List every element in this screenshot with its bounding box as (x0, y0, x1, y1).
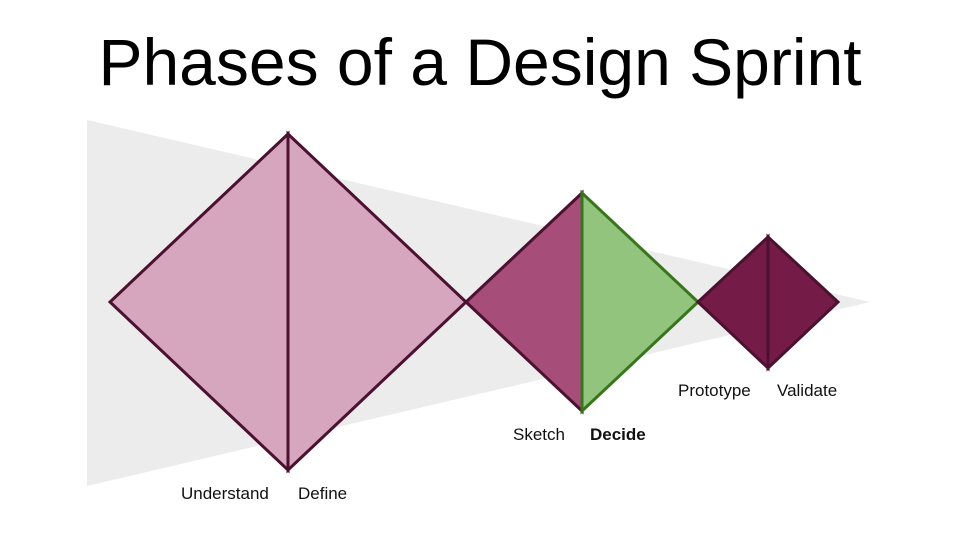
decide-half (580, 189, 701, 415)
label-prototype: Prototype (678, 381, 751, 400)
label-sketch: Sketch (513, 425, 565, 444)
validate-half (766, 233, 841, 372)
label-validate: Validate (777, 381, 838, 400)
slide-title: Phases of a Design Sprint (98, 25, 862, 99)
label-decide: Decide (590, 425, 646, 444)
label-define: Define (298, 484, 348, 503)
define-half (286, 130, 469, 474)
prototype-half (695, 233, 770, 372)
label-understand: Understand (181, 484, 269, 503)
